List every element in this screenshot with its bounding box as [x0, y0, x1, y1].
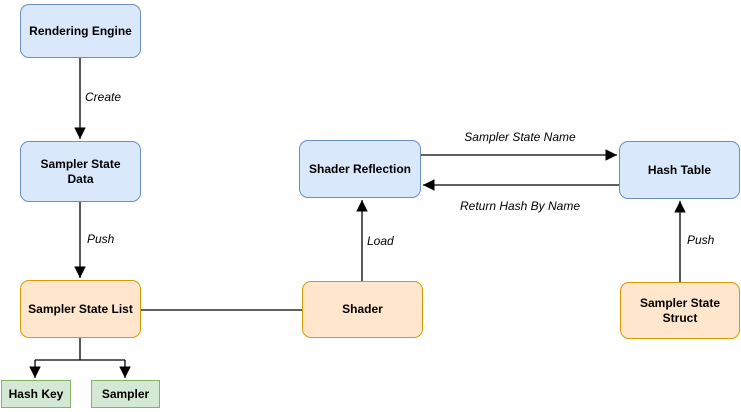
node-sampler-state-struct[interactable]: Sampler State Struct — [620, 282, 740, 339]
node-rendering-engine[interactable]: Rendering Engine — [20, 4, 141, 58]
edge-label-push-list: Push — [86, 232, 116, 246]
edge-label-push-struct: Push — [686, 233, 716, 247]
node-hash-key[interactable]: Hash Key — [1, 380, 71, 408]
node-sampler-state-data[interactable]: Sampler State Data — [20, 141, 141, 202]
node-sampler[interactable]: Sampler — [91, 380, 160, 408]
node-shader-reflection[interactable]: Shader Reflection — [299, 140, 421, 198]
edge-label-return-hash-by-name: Return Hash By Name — [458, 199, 582, 213]
edge-label-create: Create — [84, 90, 123, 104]
node-sampler-state-list[interactable]: Sampler State List — [20, 280, 141, 338]
edge-label-sampler-state-name: Sampler State Name — [463, 130, 577, 144]
node-hash-table[interactable]: Hash Table — [619, 141, 740, 199]
edge-label-load: Load — [366, 234, 395, 248]
node-shader[interactable]: Shader — [302, 281, 423, 338]
